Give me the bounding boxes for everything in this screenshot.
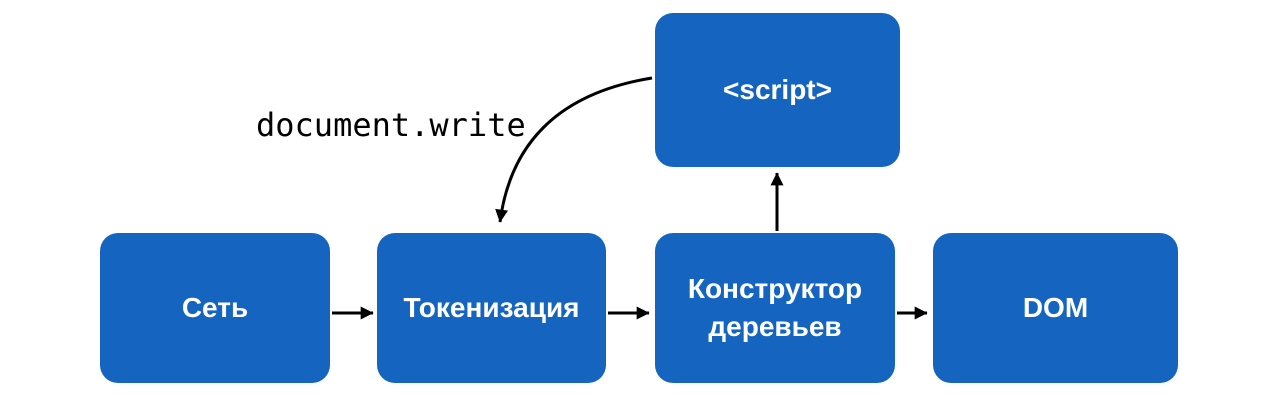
- document-write-label: document.write: [256, 106, 526, 144]
- node-network: Сеть: [100, 233, 330, 383]
- node-tree-constructor: Конструктор деревьев: [655, 233, 895, 383]
- node-tokenization: Токенизация: [377, 233, 606, 383]
- node-dom: DOM: [933, 233, 1178, 383]
- arrow-script-to-tokenization: [495, 76, 653, 223]
- node-script: <script>: [655, 13, 900, 167]
